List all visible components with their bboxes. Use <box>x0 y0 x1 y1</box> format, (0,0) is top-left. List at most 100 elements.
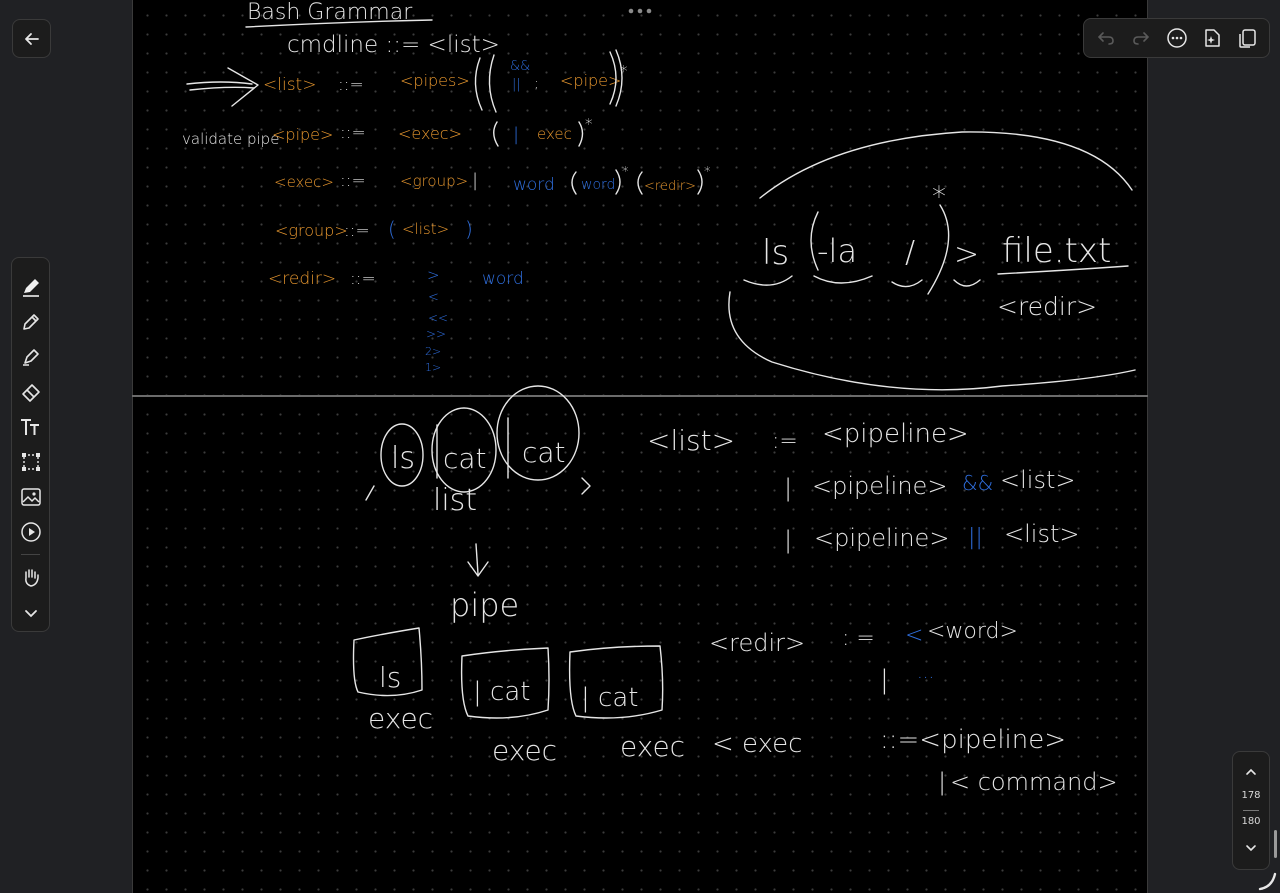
undo-button[interactable] <box>1091 23 1121 53</box>
pen-tool-button[interactable] <box>12 272 49 302</box>
b-exec1: exec <box>368 702 433 735</box>
b-pipe: pipe <box>450 586 519 624</box>
note-redir-lhs: <redir> <box>268 269 336 289</box>
image-tool-button[interactable] <box>12 482 49 512</box>
r-bar2: | <box>784 526 792 554</box>
note-semicolon: ; <box>534 76 539 92</box>
note-err: 2> <box>425 345 441 358</box>
r-bar: | <box>784 474 792 502</box>
note-pipes: <pipes> <box>400 71 470 90</box>
r-word: <word> <box>927 619 1018 644</box>
note-pipe: <pipe> <box>272 125 333 144</box>
previous-page-button[interactable] <box>1233 760 1269 784</box>
ex-redir: <redir> <box>997 292 1097 321</box>
r-dots: ... <box>917 662 934 683</box>
paren-l <box>493 121 499 147</box>
ex-gt: > <box>954 237 979 272</box>
media-tool-button[interactable] <box>12 517 49 547</box>
lasso-select-tool-button[interactable] <box>12 447 49 477</box>
r-list: <list> <box>647 424 735 457</box>
note-and: && <box>510 59 530 74</box>
r-list3: <list> <box>1004 520 1079 548</box>
note-rparen: ) <box>465 217 473 241</box>
note-gt: > <box>427 266 440 284</box>
undo-icon <box>1097 32 1114 45</box>
cloud-top <box>759 131 1133 199</box>
note-redir1: <redir> <box>644 179 696 194</box>
r-lt: < <box>905 623 923 648</box>
note-lparen: ( <box>388 217 396 241</box>
r-command: < command> <box>950 768 1118 796</box>
hand-tool-button[interactable] <box>12 562 49 592</box>
b-cat1: cat <box>443 442 487 475</box>
back-button[interactable] <box>12 19 51 58</box>
b-ls: ls <box>391 441 415 476</box>
note-pipe2: <pipe> <box>560 71 621 90</box>
ai-assist-button[interactable] <box>1197 23 1227 53</box>
r-pipeline: <pipeline> <box>822 419 969 449</box>
note-group-lhs: <group> <box>275 221 348 240</box>
note-word2: word <box>581 177 615 193</box>
r-pipeline3: <pipeline> <box>814 524 949 552</box>
ex-parens <box>810 204 950 295</box>
tool-palette <box>11 257 50 632</box>
b-exec-cat1: | cat <box>473 677 530 707</box>
bubble-cat1 <box>431 407 497 493</box>
scrollbar-thumb[interactable] <box>1274 830 1277 858</box>
title-underline <box>245 19 433 28</box>
drawing-canvas[interactable]: Bash Grammar cmdline ::= <list> <list> :… <box>132 0 1148 893</box>
note-exec-lhs: <exec> <box>274 173 334 191</box>
note-word3: word <box>482 269 524 289</box>
redo-button[interactable] <box>1126 23 1156 53</box>
paren-r <box>578 121 584 147</box>
note-assign4: ::= <box>344 221 370 241</box>
more-icon <box>1167 28 1187 48</box>
ai-sparkle-icon <box>1205 29 1220 47</box>
text-icon <box>20 419 39 435</box>
more-options-button[interactable] <box>1162 23 1192 53</box>
note-list2: <list> <box>402 220 449 238</box>
more-tools-button[interactable] <box>12 598 49 628</box>
note-lt: < <box>428 290 439 305</box>
close-paren <box>609 49 623 107</box>
pencil-tool-button[interactable] <box>12 307 49 337</box>
ex-slash: / <box>905 235 915 270</box>
paren-r2 <box>615 169 621 195</box>
note-exec2: exec <box>537 125 572 143</box>
note-star2: * <box>585 115 593 133</box>
note-or: || <box>512 77 521 92</box>
b-list: list <box>433 483 477 518</box>
chevron-up-icon <box>1246 768 1256 775</box>
lasso-select-icon <box>21 453 40 471</box>
text-tool-button[interactable] <box>12 412 49 442</box>
bubble-cat2 <box>496 385 580 481</box>
b-exec2: exec <box>492 734 557 767</box>
note-word1: word <box>513 175 555 195</box>
note-append: >> <box>426 327 446 341</box>
cloud-bottom <box>728 291 1136 391</box>
pages-button[interactable] <box>1232 23 1262 53</box>
note-exec1: <exec> <box>398 124 462 143</box>
box-ls <box>352 627 423 697</box>
b-exec-ls: ls <box>379 661 401 694</box>
page-more-icon[interactable] <box>627 5 653 17</box>
page-border <box>132 0 1148 893</box>
note-out1: 1> <box>425 361 441 374</box>
r-list2: <list> <box>1000 466 1075 494</box>
next-page-button[interactable] <box>1233 836 1269 860</box>
eraser-tool-button[interactable] <box>12 377 49 407</box>
copy-icon <box>1239 29 1256 48</box>
highlighter-tool-button[interactable] <box>12 342 49 372</box>
note-cmdline: cmdline ::= <list> <box>287 32 500 58</box>
note-assign3: ::= <box>340 171 366 191</box>
arrow-glyph <box>186 67 259 107</box>
r-redir: <redir> <box>709 629 805 657</box>
ex-star: * <box>932 180 946 213</box>
resize-corner-icon[interactable] <box>1256 869 1278 891</box>
note-assign: ::= <box>338 75 364 95</box>
document-toolbar <box>1083 18 1270 58</box>
highlighter-icon <box>22 349 39 366</box>
b-exec3: exec <box>620 730 685 763</box>
paren-r3 <box>697 169 703 195</box>
paren-l2 <box>571 171 577 195</box>
